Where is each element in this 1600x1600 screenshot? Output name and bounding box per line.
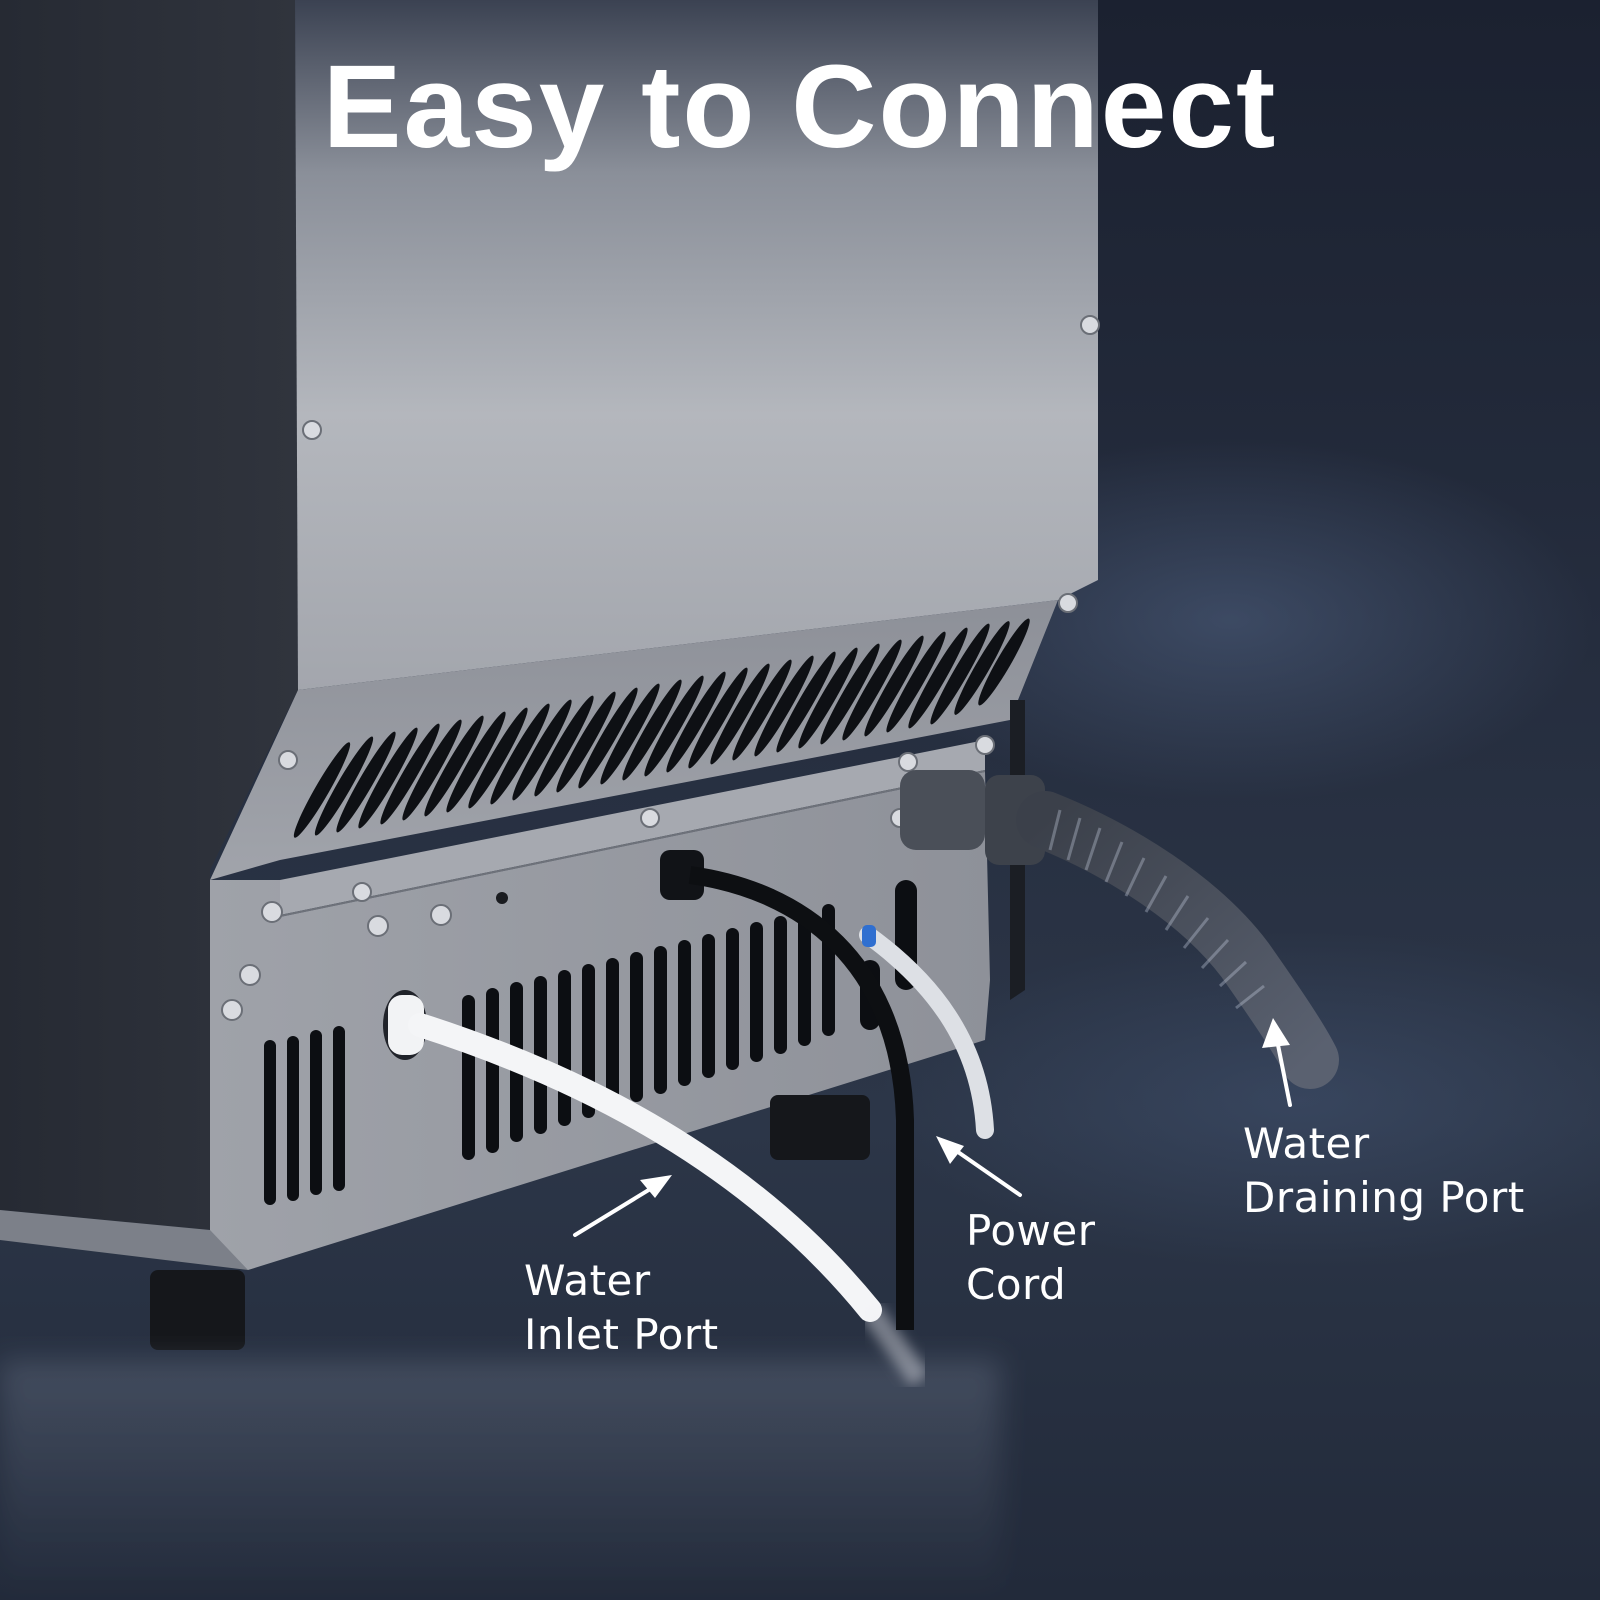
callout-water-drain-line1: Water — [1243, 1119, 1370, 1168]
blue-clip — [862, 925, 876, 947]
upper-vent-slots — [293, 618, 1030, 838]
callout-power-cord-line1: Power — [966, 1206, 1096, 1255]
drain-hose — [1016, 791, 1339, 1089]
callout-water-drain: Water Draining Port — [1243, 1117, 1525, 1225]
power-cord — [688, 866, 914, 1330]
power-cord-grommet — [660, 850, 704, 900]
water-inlet-fitting — [388, 995, 424, 1055]
callout-water-inlet-line2: Inlet Port — [524, 1310, 719, 1359]
feet — [150, 1095, 870, 1350]
callout-power-cord-line2: Cord — [966, 1260, 1067, 1309]
callout-water-inlet-line1: Water — [524, 1256, 651, 1305]
drain-tube — [859, 926, 994, 1139]
water-inlet-tube — [408, 1013, 882, 1322]
callout-power-cord: Power Cord — [966, 1204, 1095, 1312]
callout-water-drain-line2: Draining Port — [1243, 1173, 1525, 1222]
callout-water-inlet: Water Inlet Port — [524, 1254, 719, 1362]
drain-connector — [900, 770, 985, 850]
headline: Easy to Connect — [322, 41, 1278, 173]
